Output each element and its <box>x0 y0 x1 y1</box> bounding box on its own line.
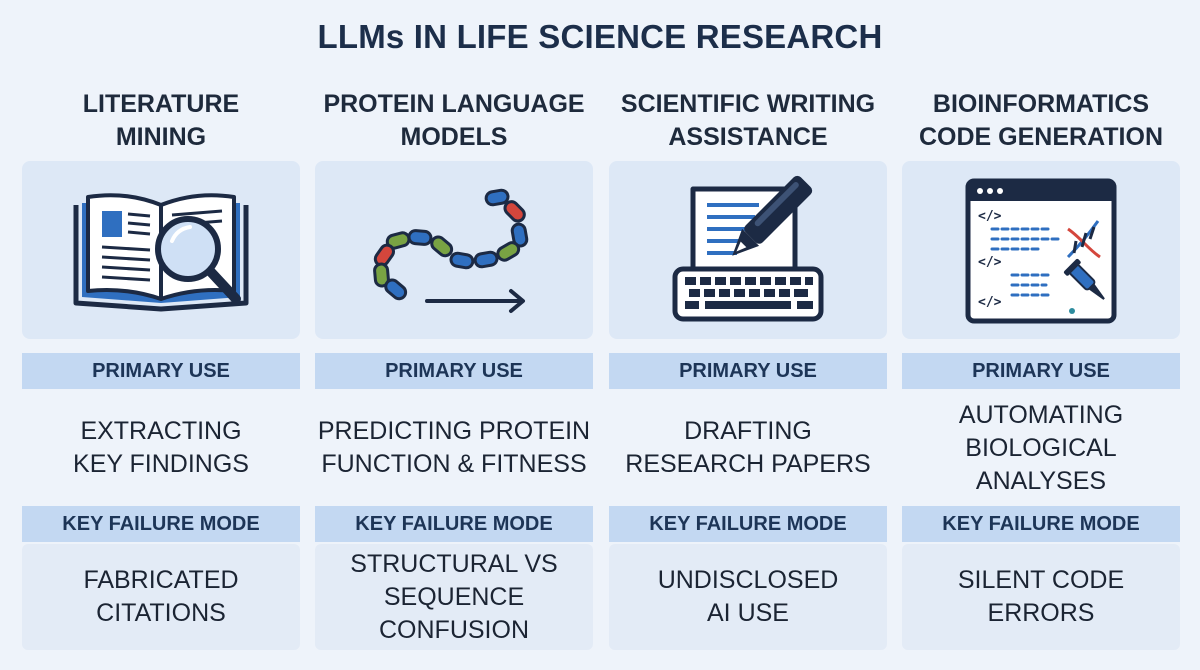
failure-text: UNDISCLOSED AI USE <box>601 544 895 650</box>
page-title: LLMs IN LIFE SCIENCE RESEARCH <box>317 18 883 55</box>
primary-use-text: PREDICTING PROTEIN FUNCTION & FITNESS <box>307 398 601 498</box>
column-heading-line: MINING <box>115 123 207 151</box>
primary-use-label: PRIMARY USE <box>22 353 300 389</box>
primary-use-line: BIOLOGICAL <box>965 433 1117 462</box>
protein-chain-icon <box>373 188 529 313</box>
icon-card <box>609 161 887 339</box>
key-failure-mode-label: KEY FAILURE MODE <box>22 506 300 542</box>
key-failure-mode-label: KEY FAILURE MODE <box>315 506 593 542</box>
column-heading: LITERATURE MINING <box>12 86 310 156</box>
failure-line: FABRICATED <box>83 566 239 594</box>
primary-use-line: ANALYSES <box>975 466 1107 495</box>
column-bioinformatics-code-generation: BIOINFORMATICS CODE GENERATION </> </> <… <box>902 0 1180 670</box>
failure-line: CONFUSION <box>379 615 529 644</box>
primary-use-line: FUNCTION & FITNESS <box>321 450 587 478</box>
primary-use-line: RESEARCH PAPERS <box>625 450 871 478</box>
primary-use-text: DRAFTING RESEARCH PAPERS <box>601 398 895 498</box>
failure-line: STRUCTURAL VS <box>350 549 558 578</box>
primary-use-label: PRIMARY USE <box>902 353 1180 389</box>
code-tag: </> <box>978 255 1002 270</box>
column-heading: BIOINFORMATICS CODE GENERATION <box>892 86 1190 156</box>
book-magnifier-icon <box>73 193 249 312</box>
column-heading-line: SCIENTIFIC WRITING <box>620 90 876 118</box>
pen-keyboard-icon <box>672 175 824 322</box>
key-failure-mode-label: KEY FAILURE MODE <box>902 506 1180 542</box>
failure-line: AI USE <box>707 599 789 627</box>
column-protein-language-models: PROTEIN LANGUAGE MODELS PRIMARY <box>315 0 593 670</box>
column-heading-line: LITERATURE <box>82 90 240 118</box>
failure-line: ERRORS <box>987 599 1095 627</box>
primary-use-text: EXTRACTING KEY FINDINGS <box>14 398 308 498</box>
key-failure-mode-label: KEY FAILURE MODE <box>609 506 887 542</box>
primary-use-line: PREDICTING PROTEIN <box>317 417 591 445</box>
primary-use-line: KEY FINDINGS <box>73 450 249 478</box>
failure-card <box>902 544 1180 650</box>
primary-use-label: PRIMARY USE <box>315 353 593 389</box>
failure-text: SILENT CODE ERRORS <box>894 544 1188 650</box>
column-heading-line: CODE GENERATION <box>919 123 1163 151</box>
failure-card <box>315 544 593 650</box>
column-heading: SCIENTIFIC WRITING ASSISTANCE <box>599 86 897 156</box>
failure-text: FABRICATED CITATIONS <box>14 544 308 650</box>
column-heading-line: BIOINFORMATICS <box>932 90 1150 118</box>
column-heading-line: ASSISTANCE <box>668 123 828 151</box>
primary-use-line: EXTRACTING <box>80 417 242 445</box>
icon-card <box>22 161 300 339</box>
column-heading-line: MODELS <box>400 123 508 151</box>
primary-use-label: PRIMARY USE <box>609 353 887 389</box>
failure-line: UNDISCLOSED <box>657 566 839 594</box>
primary-use-text: AUTOMATING BIOLOGICAL ANALYSES <box>894 398 1188 498</box>
failure-line: SILENT CODE <box>957 566 1125 594</box>
primary-use-line: DRAFTING <box>684 417 812 445</box>
icon-card: </> </> </> <box>902 161 1180 339</box>
failure-line: CITATIONS <box>96 599 226 627</box>
failure-text: STRUCTURAL VS SEQUENCE CONFUSION <box>307 544 601 650</box>
code-window-dna-icon: </> </> </> <box>965 178 1117 324</box>
column-literature-mining: LITERATURE MINING <box>22 0 300 670</box>
failure-line: SEQUENCE <box>383 582 525 611</box>
code-tag: </> <box>978 295 1002 310</box>
failure-card <box>22 544 300 650</box>
column-heading-line: PROTEIN LANGUAGE <box>323 90 585 118</box>
icon-card <box>315 161 593 339</box>
primary-use-line: AUTOMATING <box>958 400 1124 429</box>
column-scientific-writing-assistance: SCIENTIFIC WRITING ASSISTANCE <box>609 0 887 670</box>
failure-card <box>609 544 887 650</box>
code-tag: </> <box>978 209 1002 224</box>
column-heading: PROTEIN LANGUAGE MODELS <box>305 86 603 156</box>
